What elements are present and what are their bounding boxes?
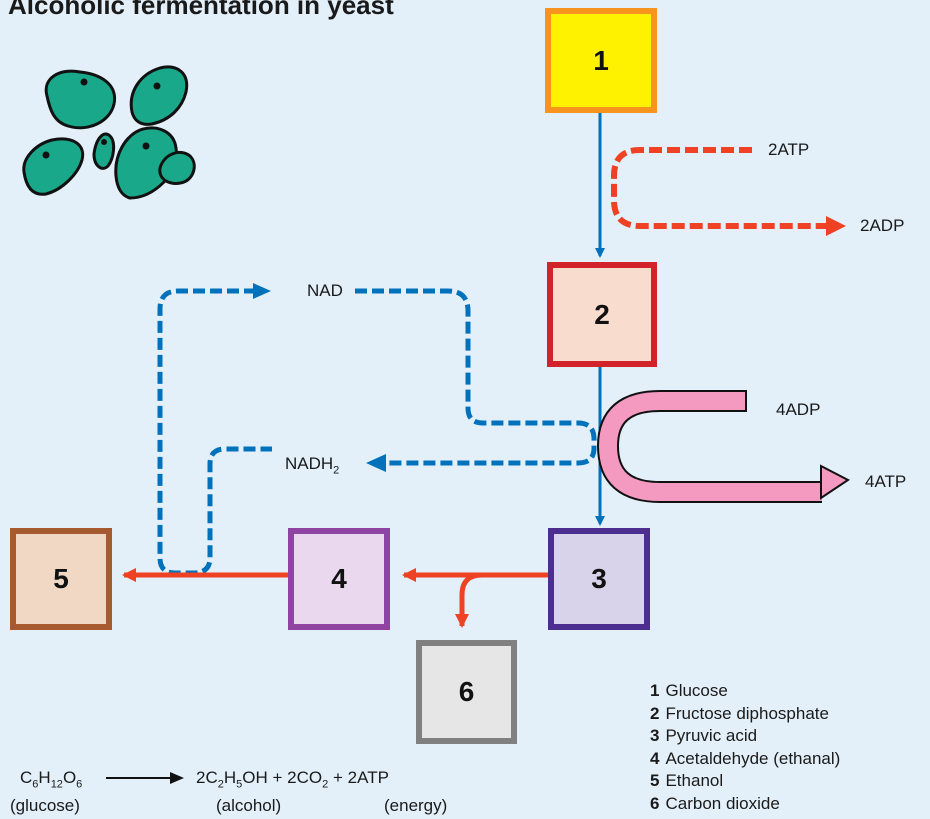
label-2adp-out: 2ADP — [860, 216, 905, 235]
legend-item: 3 Pyruvic acid — [650, 725, 840, 748]
label-nadh2: NADH2 — [285, 454, 339, 476]
legend-number: 5 — [650, 771, 660, 790]
box-5-number: 5 — [53, 563, 69, 594]
box-2-number: 2 — [594, 298, 610, 330]
label-nad: NAD — [307, 281, 343, 300]
eq-o-n: 6 — [76, 778, 83, 791]
legend-item: 5 Ethanol — [650, 770, 840, 793]
legend-text: Carbon dioxide — [665, 793, 780, 813]
legend-number: 2 — [650, 703, 660, 723]
eq-ethanol-coef: 2C — [196, 768, 218, 787]
eq-c: C — [20, 768, 33, 787]
eq-h: H — [38, 768, 51, 787]
legend-text: Ethanol — [665, 771, 724, 790]
label-4adp-in: 4ADP — [776, 400, 821, 419]
eq-ethanol-rest: OH — [242, 768, 268, 787]
legend-number: 4 — [650, 748, 660, 768]
eq-ethanol-c-n: 2 — [217, 778, 224, 791]
adp-arrowhead — [826, 216, 846, 236]
eq-plus-1: + — [272, 768, 283, 787]
legend-text: Glucose — [665, 681, 728, 700]
nad-to-nadh-path — [355, 288, 597, 466]
atp-adp-loop — [611, 147, 828, 229]
eq-c-n: 6 — [32, 778, 39, 791]
box-1-glucose: 1 — [545, 8, 657, 113]
eq-co2-coef: 2CO — [287, 768, 323, 787]
eq-plus-2: + — [333, 768, 343, 787]
diagram-title: Alcoholic fermentation in yeast — [8, 0, 394, 20]
label-nadh2-subscript: 2 — [333, 464, 340, 477]
label-nadh2-main: NADH — [285, 454, 334, 473]
arrow-3-to-6 — [455, 572, 548, 628]
legend-text: Acetaldehyde (ethanal) — [665, 748, 841, 768]
box-4-number: 4 — [331, 563, 347, 594]
legend-number: 3 — [650, 726, 660, 745]
box-6-carbon-dioxide: 6 — [416, 640, 517, 744]
eq-co2-o-n: 2 — [322, 778, 329, 791]
label-2atp-in: 2ATP — [768, 140, 810, 159]
equation-reactant-glucose: C6H12O6 — [20, 768, 82, 790]
legend-item: 1 Glucose — [650, 680, 840, 703]
box-2-fructose-diphosphate: 2 — [547, 262, 657, 367]
legend-text: Fructose diphosphate — [665, 703, 829, 723]
eq-ethanol-h-n: 5 — [236, 778, 243, 791]
caption-alcohol: (alcohol) — [216, 796, 282, 815]
eq-h-n: 12 — [50, 778, 63, 791]
caption-glucose: (glucose) — [10, 796, 80, 815]
equation-arrow — [106, 772, 184, 784]
legend-number: 1 — [650, 681, 660, 700]
label-4atp-out: 4ATP — [865, 472, 907, 491]
equation-products: 2C2H5OH + 2CO2 + 2ATP — [196, 768, 389, 790]
box-1-number: 1 — [593, 44, 609, 76]
eq-o: O — [62, 768, 77, 787]
eq-atp: 2ATP — [347, 768, 389, 787]
caption-energy: (energy) — [384, 796, 448, 815]
box-3-pyruvic-acid: 3 — [548, 528, 650, 630]
eq-ethanol-h: H — [223, 768, 237, 787]
nad-cycle — [157, 288, 272, 576]
legend-number: 6 — [650, 793, 660, 813]
box-5-ethanol: 5 — [10, 528, 112, 630]
box-6-number: 6 — [458, 676, 475, 707]
yeast-cells-illustration — [22, 65, 196, 200]
box-4-acetaldehyde: 4 — [288, 528, 390, 630]
box-3-number: 3 — [591, 563, 607, 594]
legend-text: Pyruvic acid — [665, 726, 758, 745]
